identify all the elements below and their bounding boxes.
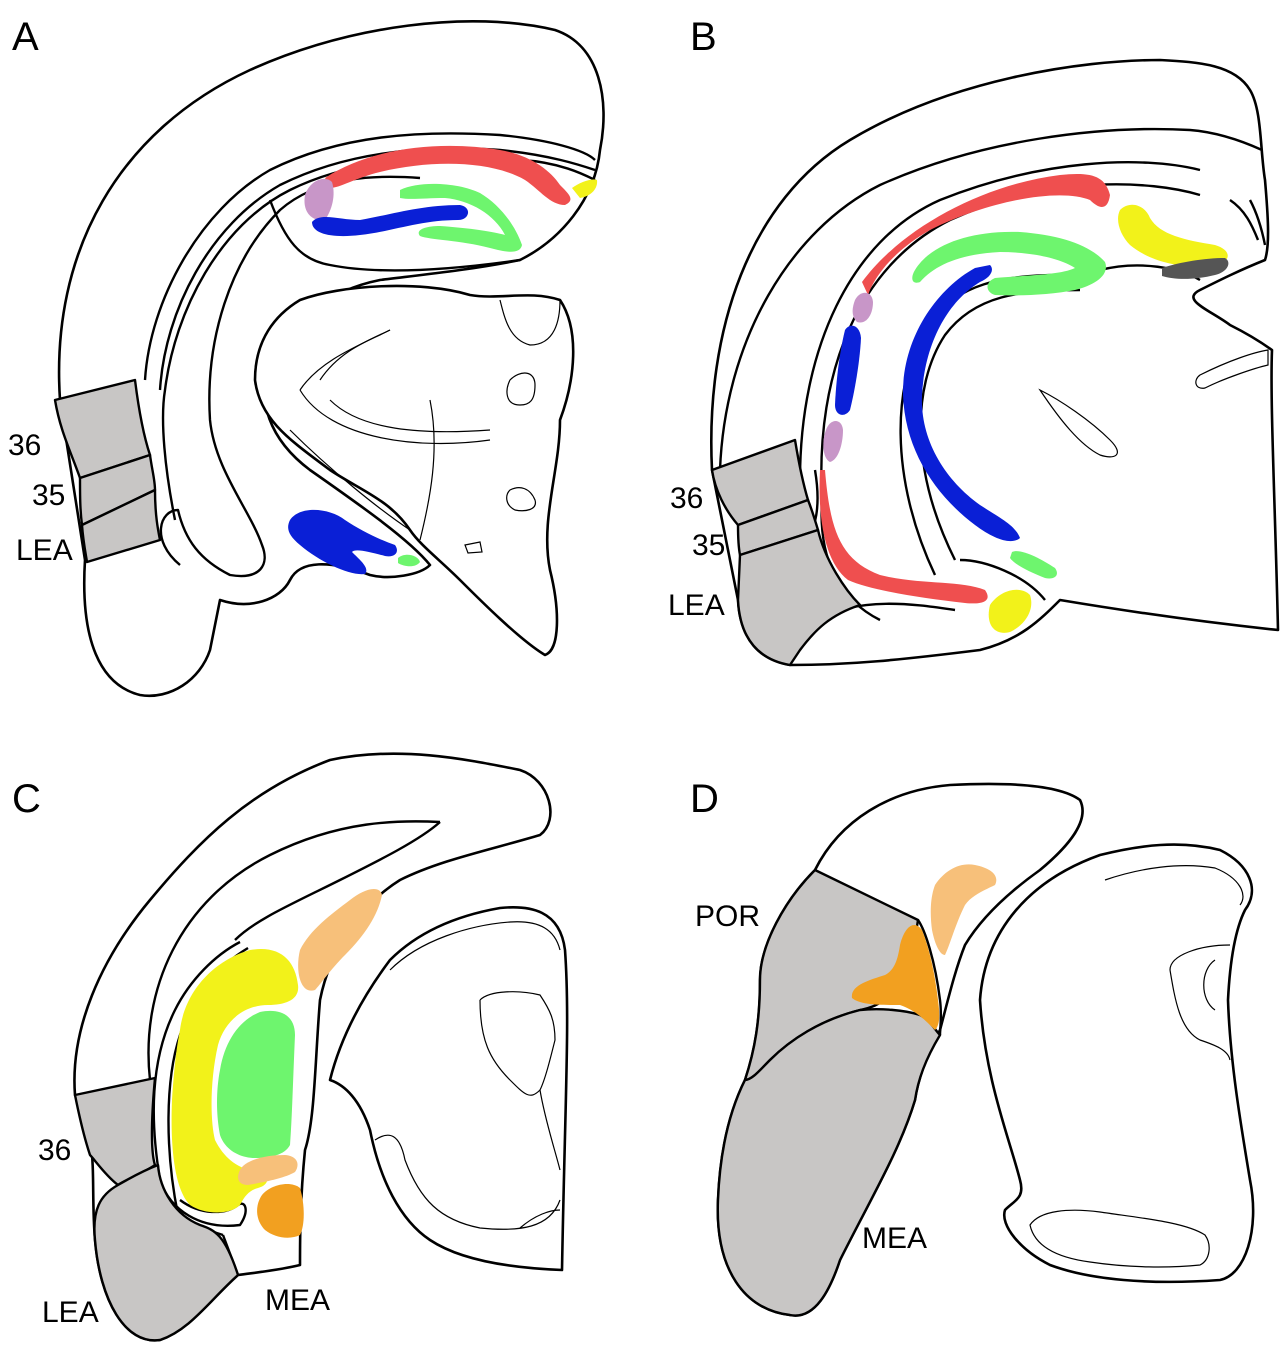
panel-c: C 36 LEA MEA [12,754,567,1341]
panel-c-label-36: 36 [38,1134,71,1167]
panel-a-label-35: 35 [32,479,65,512]
panel-d-label-por: POR [695,900,760,933]
panel-c-label-mea: MEA [265,1284,330,1317]
panel-d-letter: D [690,777,719,821]
panel-c-right-structure [330,907,567,1270]
panel-b: B 36 35 LEA [668,15,1278,665]
panel-c-label-lea: LEA [42,1296,99,1329]
panel-d-label-mea: MEA [862,1222,927,1255]
panel-b-label-35: 35 [692,529,725,562]
panel-b-label-lea: LEA [668,589,725,622]
panel-a-letter: A [12,15,39,59]
panel-b-letter: B [690,15,717,59]
panel-c-area-36 [75,1078,155,1185]
panel-d-right-structure [980,845,1253,1282]
panel-a-label-lea: LEA [16,534,73,567]
panel-a-label-36: 36 [8,429,41,462]
panel-b-label-36: 36 [670,482,703,515]
panel-c-letter: C [12,777,41,821]
panel-d: D POR MEA [690,777,1253,1316]
panel-a: A 36 35 LEA [8,15,604,696]
